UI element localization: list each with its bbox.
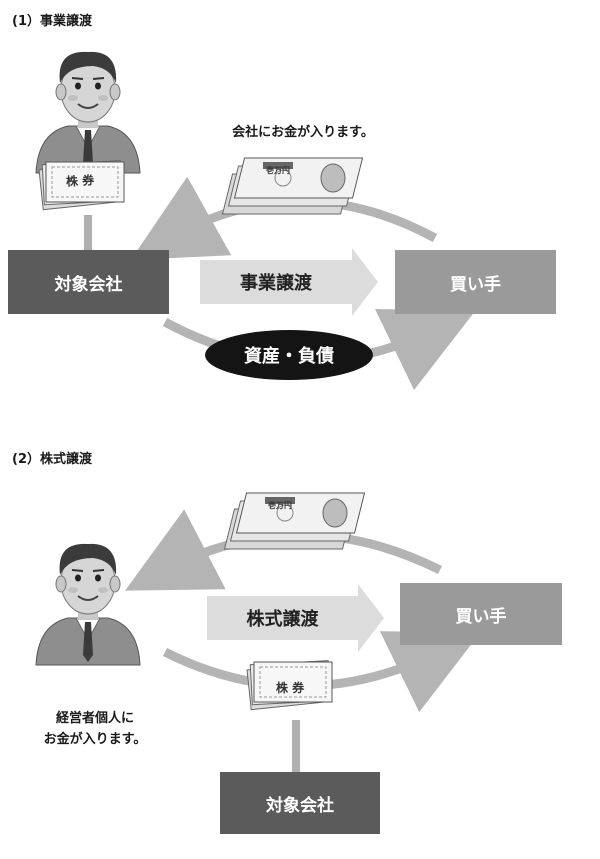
banknote-label-2: 壱万円 [268, 501, 292, 510]
buyer-box-2: 買い手 [400, 583, 562, 645]
certificate-label-2: 株 券 [276, 681, 305, 695]
target-company-box-2: 対象会社 [220, 772, 380, 834]
target-company-box: 対象会社 [8, 250, 169, 314]
banknote-label: 壱万円 [266, 166, 290, 175]
owner-caption-line2: お金が入ります。 [43, 732, 147, 747]
banknote-illustration-2 [224, 492, 366, 550]
certificate-label: 株 券 [65, 173, 95, 189]
transfer-label: 事業譲渡 [240, 273, 312, 294]
assets-liabilities-oval: 資産・負債 [205, 330, 373, 380]
connector-line [84, 215, 92, 251]
connector-line-2 [292, 720, 300, 774]
business-owner-illustration [35, 50, 141, 174]
owner-illustration [35, 542, 141, 666]
owner-caption-line1: 経営者個人に [55, 711, 134, 726]
money-caption: 会社にお金が入ります。 [232, 125, 374, 140]
transfer-label-2: 株式譲渡 [246, 609, 319, 630]
transfer-arrow [200, 248, 378, 316]
banknote-illustration [222, 157, 364, 215]
transfer-arrow-2 [207, 584, 384, 652]
section1-heading: (1）事業譲渡 [12, 14, 92, 29]
buyer-box: 買い手 [395, 250, 556, 314]
section2-heading: (2）株式譲渡 [12, 452, 92, 467]
owner-caption: 経営者個人に お金が入ります。 [10, 708, 180, 750]
